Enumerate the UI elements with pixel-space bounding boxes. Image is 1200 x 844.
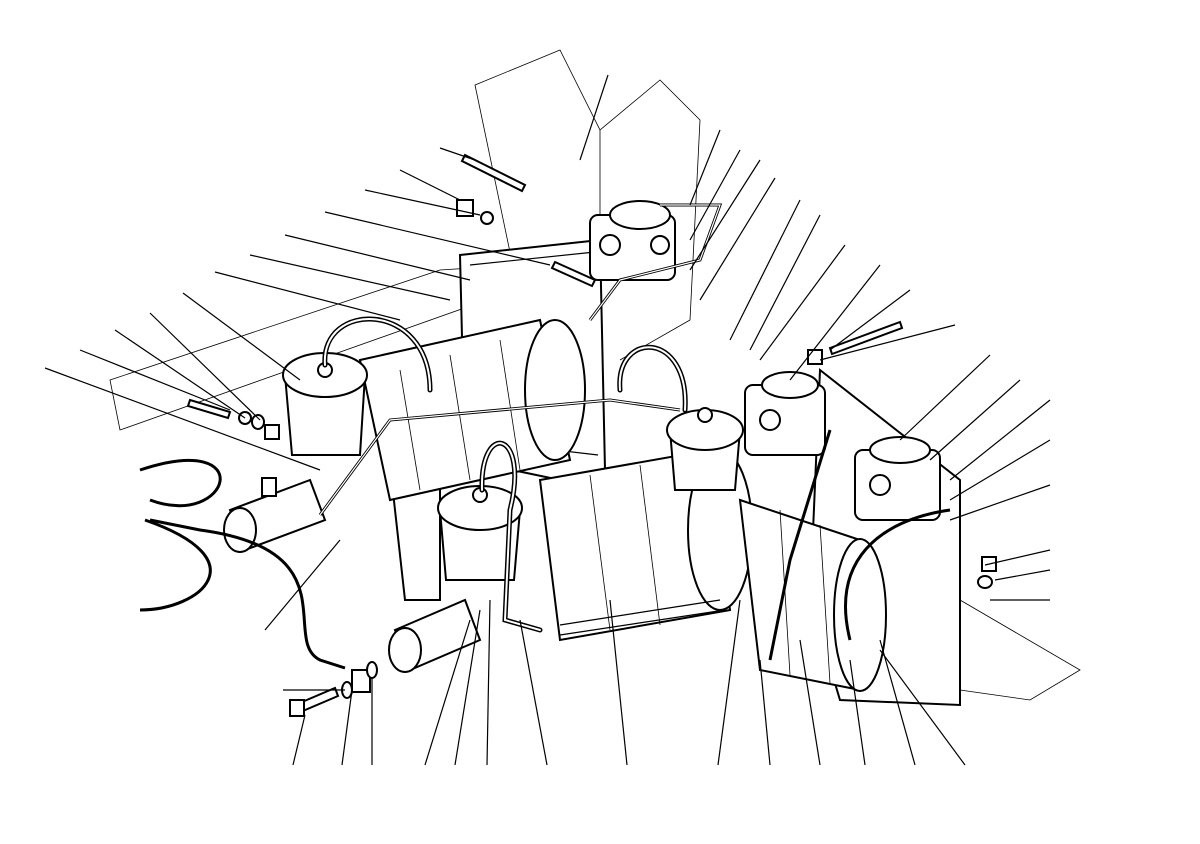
master-cylinder-left [223, 477, 327, 553]
leader-line [749, 214, 821, 351]
leader-line [149, 312, 261, 421]
valve-top [589, 200, 676, 281]
leader-line [689, 159, 761, 271]
leader-line [324, 211, 551, 266]
leader-line [879, 639, 916, 766]
filter-cup-center [437, 485, 523, 581]
leader-line [341, 689, 353, 766]
leader-line [929, 379, 1021, 461]
leader-line [994, 569, 1051, 581]
leader-line [849, 659, 866, 766]
leader-line [879, 649, 966, 766]
leader-line [44, 367, 321, 471]
leader-line [759, 659, 771, 766]
filter-cup-right [666, 407, 744, 491]
leader-line [486, 599, 491, 766]
filter-cup-left [282, 352, 368, 456]
bolt-and-washers [186, 153, 997, 717]
leader-line [984, 549, 1051, 566]
leader-line [949, 484, 1051, 521]
leader-line [949, 399, 1051, 481]
hydraulic-pipes [139, 203, 951, 670]
leader-line [789, 264, 881, 381]
leader-line [182, 292, 301, 381]
leader-line [717, 599, 741, 766]
leader-line [689, 149, 741, 241]
valve-right [854, 436, 941, 521]
cylinder-right [738, 498, 887, 692]
leader-line [519, 619, 548, 766]
leader-line [609, 599, 628, 766]
leader-line [799, 639, 821, 766]
valve-middle [744, 371, 826, 456]
leader-line [264, 539, 341, 631]
leader-line [79, 349, 231, 411]
leader-line [819, 324, 956, 361]
leader-line [399, 169, 461, 201]
leader-line [214, 271, 401, 321]
leader-line [249, 254, 451, 301]
leader-line [829, 289, 911, 351]
leader-lines [44, 74, 1051, 766]
leader-line [424, 619, 471, 766]
master-cylinder-bottom [388, 598, 482, 673]
leader-line [699, 177, 776, 301]
leader-line [759, 244, 846, 361]
leader-line [284, 234, 471, 281]
leader-line [899, 354, 991, 441]
leader-line [292, 714, 306, 766]
leader-line [454, 609, 481, 766]
leader-line [439, 147, 476, 161]
leader-line [949, 439, 1051, 501]
leader-line [729, 199, 801, 341]
leader-line [579, 74, 609, 161]
cylinder-rear [358, 318, 586, 502]
leader-line [364, 189, 481, 216]
leader-line [114, 329, 246, 419]
leader-line [689, 129, 721, 206]
